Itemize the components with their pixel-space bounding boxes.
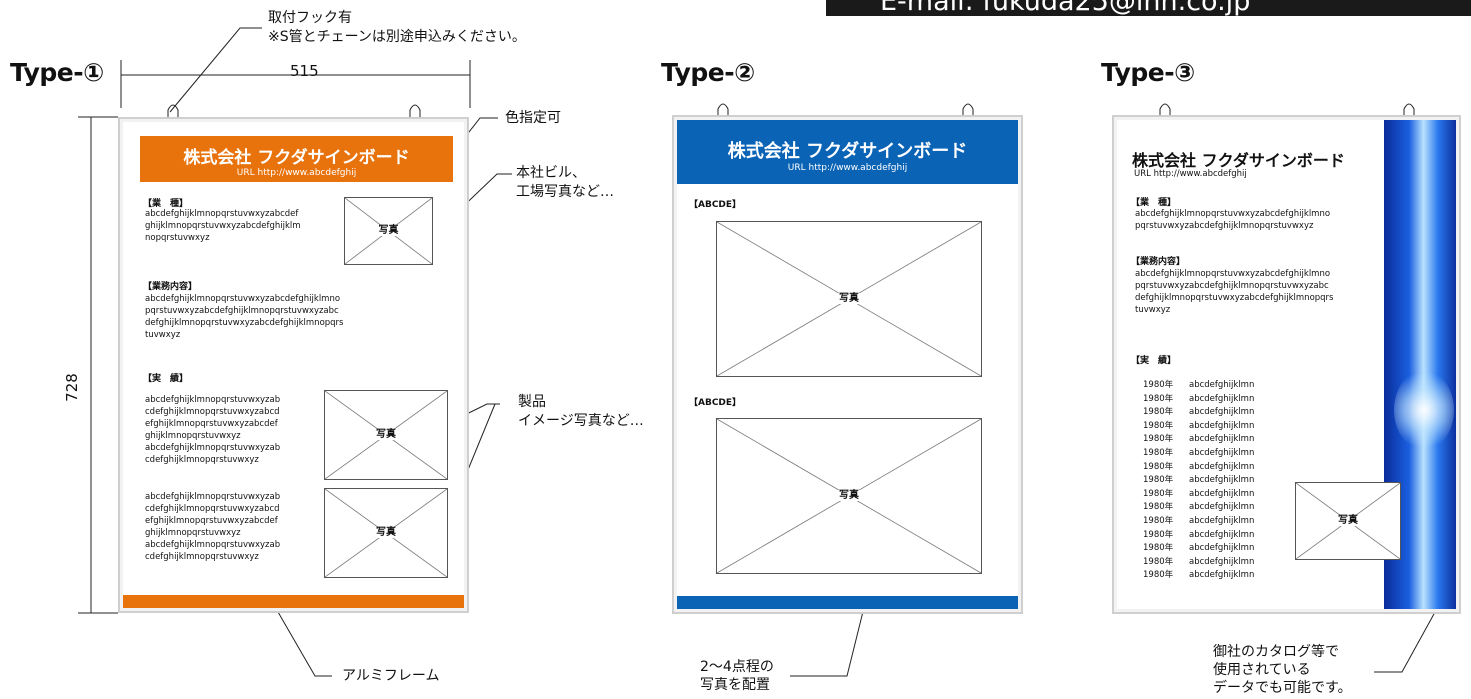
- result-row: 1980年 abcdefghijklmn: [1143, 473, 1254, 485]
- photo-placeholder: 写真: [324, 488, 448, 578]
- catalog-note: 御社のカタログ等で 使用されている データでも可能です。: [1213, 644, 1352, 696]
- result-text: abcdefghijklmn: [1189, 380, 1255, 390]
- result-year: 1980年: [1143, 461, 1174, 472]
- result-year: 1980年: [1143, 434, 1174, 445]
- type1-industry-text: abcdefghijklmnopqrstuvwxyzabcdef ghijklm…: [145, 209, 301, 243]
- company-url: URL http://www.abcdefghij: [236, 168, 357, 178]
- photo-placeholder: 写真: [716, 221, 982, 377]
- result-text: abcdefghijklmn: [1189, 448, 1255, 458]
- type2-footer-bar: [677, 596, 1018, 609]
- building-note: 本社ビル、 工場写真など…: [516, 165, 614, 200]
- type2-section-heading-2: 【ABCDE】: [689, 398, 742, 408]
- type3-board: 株式会社 フクダサインボード URL http://www.abcdefghij…: [1112, 115, 1461, 614]
- type1-results-text-1: abcdefghijklmnopqrstuvwxyzab cdefghijklm…: [145, 395, 281, 465]
- company-name: 株式会社 フクダサインボード: [727, 141, 968, 162]
- result-text: abcdefghijklmn: [1189, 543, 1255, 554]
- frame-note: アルミフレーム: [342, 668, 440, 684]
- type1-results-heading: 【実 績】: [143, 374, 189, 384]
- type1-results-text-2: abcdefghijklmnopqrstuvwxyzab cdefghijklm…: [145, 492, 281, 562]
- result-text: abcdefghijklmn: [1189, 461, 1255, 472]
- result-row: 1980年 abcdefghijklmn: [1143, 514, 1254, 526]
- type3-business-heading: 【業務内容】: [1131, 257, 1186, 267]
- type2-title: Type-②: [661, 58, 755, 87]
- result-row: 1980年 abcdefghijklmn: [1143, 541, 1254, 553]
- result-row: 1980年 abcdefghijklmn: [1143, 555, 1254, 567]
- result-year: 1980年: [1143, 502, 1174, 513]
- type3-industry-text: abcdefghijklmnopqrstuvwxyzabcdefghijklmn…: [1135, 209, 1331, 231]
- result-text: abcdefghijklmn: [1189, 556, 1255, 567]
- type3-title: Type-③: [1101, 58, 1195, 87]
- result-row: 1980年 abcdefghijklmn: [1143, 568, 1254, 580]
- company-url: URL http://www.abcdefghij: [787, 163, 908, 173]
- result-row: 1980年 abcdefghijklmn: [1143, 405, 1254, 417]
- photo-placeholder: 写真: [1295, 482, 1401, 560]
- email-text: E-mail: fukuda25@inn.co.jp: [880, 0, 1251, 16]
- photo-placeholder: 写真: [344, 197, 433, 265]
- type1-board: 株式会社 フクダサインボード URL http://www.abcdefghij…: [118, 117, 469, 613]
- company-name: 株式会社 フクダサインボード: [1132, 151, 1345, 170]
- type1-industry-heading: 【業 種】: [143, 199, 189, 209]
- result-year: 1980年: [1143, 448, 1174, 458]
- hook-leader: [169, 27, 262, 113]
- product-note: 製品 イメージ写真など…: [518, 394, 644, 429]
- company-name: 株式会社 フクダサインボード: [183, 148, 410, 168]
- type1-header: 株式会社 フクダサインボード URL http://www.abcdefghij: [140, 136, 453, 182]
- result-row: 1980年 abcdefghijklmn: [1143, 460, 1254, 472]
- result-year: 1980年: [1143, 380, 1174, 390]
- type1-business-text: abcdefghijklmnopqrstuvwxyzabcdefghijklmn…: [145, 294, 344, 340]
- photo-placeholder: 写真: [324, 390, 448, 480]
- result-text: abcdefghijklmn: [1189, 420, 1255, 431]
- result-text: abcdefghijklmn: [1189, 570, 1255, 581]
- result-text: abcdefghijklmn: [1189, 434, 1255, 445]
- result-row: 1980年 abcdefghijklmn: [1143, 446, 1254, 458]
- result-text: abcdefghijklmn: [1189, 475, 1255, 486]
- result-row: 1980年 abcdefghijklmn: [1143, 500, 1254, 512]
- result-row: 1980年 abcdefghijklmn: [1143, 487, 1254, 499]
- type3-industry-heading: 【業 種】: [1131, 198, 1177, 208]
- hook-note: 取付フック有 ※S管とチェーンは別途申込みください。: [268, 10, 526, 45]
- result-year: 1980年: [1143, 556, 1174, 567]
- color-note: 色指定可: [505, 110, 561, 126]
- result-year: 1980年: [1143, 529, 1174, 540]
- result-year: 1980年: [1143, 516, 1174, 526]
- result-year: 1980年: [1143, 407, 1174, 418]
- result-text: abcdefghijklmn: [1189, 516, 1255, 526]
- result-row: 1980年 abcdefghijklmn: [1143, 419, 1254, 431]
- photos-note: 2〜4点程の 写真を配置: [700, 659, 774, 693]
- result-text: abcdefghijklmn: [1189, 407, 1255, 418]
- result-year: 1980年: [1143, 393, 1174, 404]
- height-label: 728: [62, 373, 81, 402]
- type1-footer-bar: [123, 595, 464, 608]
- photo-placeholder: 写真: [716, 418, 982, 574]
- result-year: 1980年: [1143, 488, 1174, 499]
- result-text: abcdefghijklmn: [1189, 502, 1255, 513]
- company-url: URL http://www.abcdefghij: [1134, 169, 1247, 179]
- result-row: 1980年 abcdefghijklmn: [1143, 378, 1254, 390]
- type1-business-heading: 【業務内容】: [143, 282, 198, 292]
- width-label: 515: [290, 62, 319, 80]
- type2-section-heading-1: 【ABCDE】: [689, 200, 742, 210]
- result-row: 1980年 abcdefghijklmn: [1143, 392, 1254, 404]
- result-row: 1980年 abcdefghijklmn: [1143, 432, 1254, 444]
- result-year: 1980年: [1143, 475, 1174, 486]
- result-text: abcdefghijklmn: [1189, 529, 1255, 540]
- result-year: 1980年: [1143, 570, 1174, 581]
- type3-business-text: abcdefghijklmnopqrstuvwxyzabcdefghijklmn…: [1135, 269, 1334, 315]
- type1-title: Type-①: [10, 58, 104, 87]
- result-text: abcdefghijklmn: [1189, 488, 1255, 499]
- type2-board: 株式会社 フクダサインボード URL http://www.abcdefghij…: [672, 115, 1023, 614]
- email-banner: E-mail: fukuda25@inn.co.jp: [826, 0, 1471, 16]
- result-row: 1980年 abcdefghijklmn: [1143, 528, 1254, 540]
- result-year: 1980年: [1143, 543, 1174, 554]
- type2-header: 株式会社 フクダサインボード URL http://www.abcdefghij: [677, 120, 1018, 184]
- result-text: abcdefghijklmn: [1189, 393, 1255, 404]
- type3-results-heading: 【実 績】: [1131, 356, 1177, 366]
- result-year: 1980年: [1143, 420, 1174, 431]
